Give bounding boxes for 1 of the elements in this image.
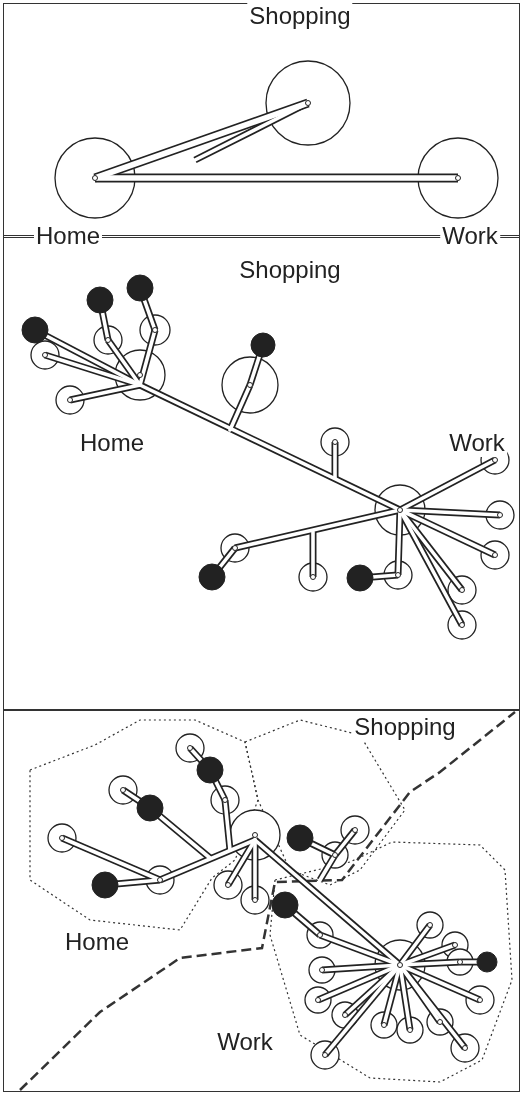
place-label: Shopping bbox=[247, 2, 353, 30]
